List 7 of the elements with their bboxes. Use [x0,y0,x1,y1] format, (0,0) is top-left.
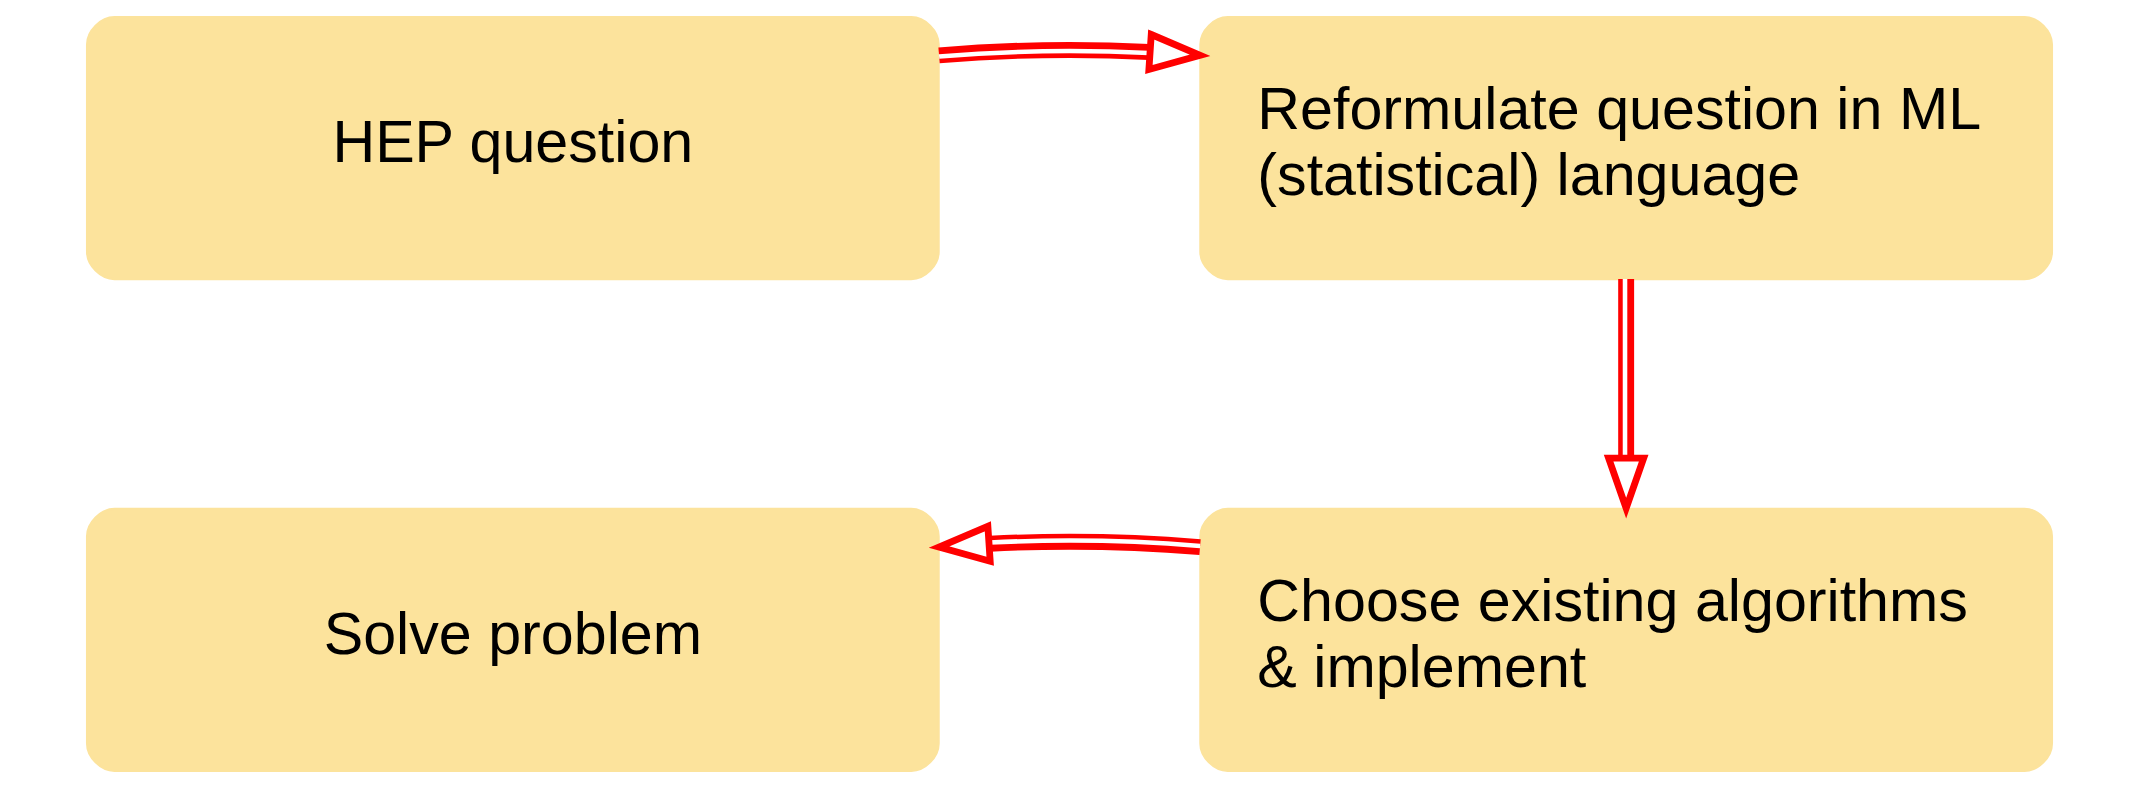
node-box: Reformulate question in ML (statistical) language [1199,16,2054,281]
arrow [1603,279,1649,519]
node-box: Choose existing algorithms & implement [1199,507,2054,772]
node-box: HEP question [85,16,940,281]
arrow [938,29,1211,75]
node-box: Solve problem [85,507,940,772]
arrow [928,521,1201,566]
